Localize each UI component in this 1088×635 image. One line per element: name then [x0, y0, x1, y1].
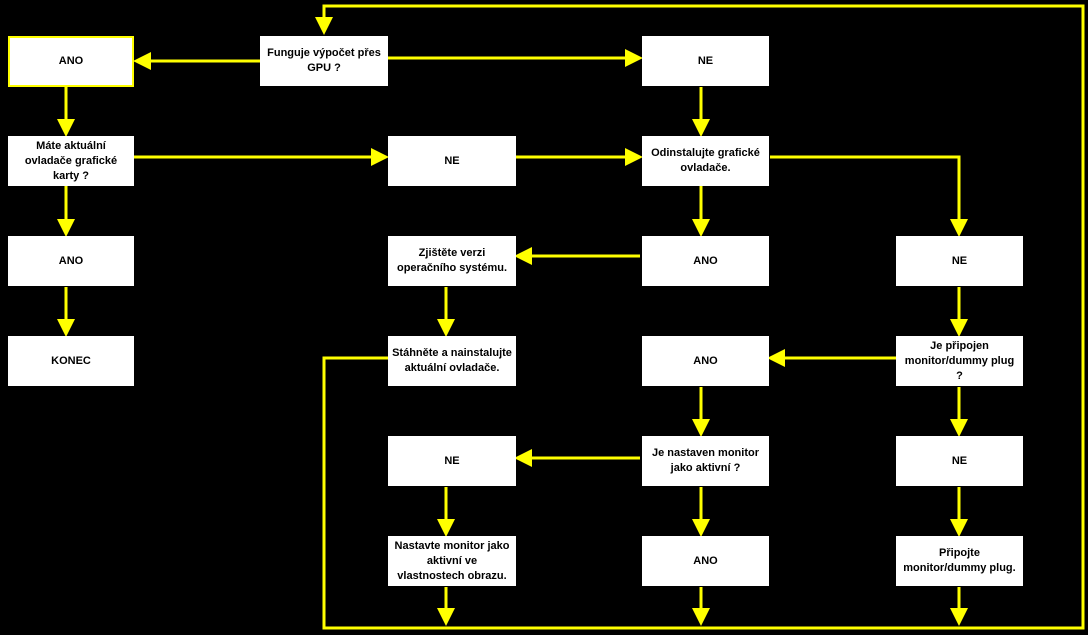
ano-box-uninstall: ANO: [642, 236, 769, 286]
arrow-uninstall-to-ne: [770, 155, 968, 237]
monitor-active-question-box: Je nastaven monitor jako aktivní ?: [642, 436, 769, 486]
uninstall-drivers-box: Odinstalujte grafické ovladače.: [642, 136, 769, 186]
ne-box-drivers: NE: [388, 136, 516, 186]
download-drivers-box: Stáhněte a nainstalujte aktuální ovladač…: [388, 336, 516, 386]
monitor-connected-question-box: Je připojen monitor/dummy plug ?: [896, 336, 1023, 386]
ne-box-top: NE: [642, 36, 769, 86]
ano-box-monitor: ANO: [642, 336, 769, 386]
ne-box-monitor: NE: [896, 436, 1023, 486]
konec-box: KONEC: [8, 336, 134, 386]
ano-box-drivers: ANO: [8, 236, 134, 286]
ne-box-uninstall: NE: [896, 236, 1023, 286]
set-active-monitor-box: Nastavte monitor jako aktivní ve vlastno…: [388, 536, 516, 586]
feedback-loop: [315, 4, 1085, 630]
gpu-question-box: Funguje výpočet přes GPU ?: [260, 36, 388, 86]
ano-box-active: ANO: [642, 536, 769, 586]
ano-box-top: ANO: [8, 36, 134, 87]
os-version-box: Zjištěte verzi operačního systému.: [388, 236, 516, 286]
drivers-question-box: Máte aktuální ovladače grafické karty ?: [8, 136, 134, 186]
connect-monitor-box: Připojte monitor/dummy plug.: [896, 536, 1023, 586]
ne-box-active: NE: [388, 436, 516, 486]
